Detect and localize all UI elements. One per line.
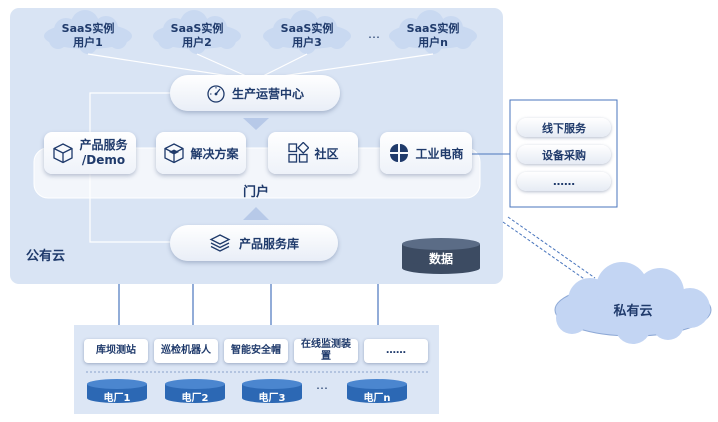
device-inspection-robot[interactable]: 巡检机器人	[154, 339, 218, 363]
plant-cylinder-3	[242, 379, 302, 403]
device-online-monitor-line2: 置	[321, 351, 331, 362]
data-store-label: 数据	[428, 252, 453, 266]
public-cloud-region	[10, 8, 503, 284]
community-card[interactable]: 社区	[268, 132, 358, 174]
data-store	[402, 238, 480, 274]
cloud-user-3-line1: SaaS实例	[280, 22, 334, 35]
side-item-equipment-purchase[interactable]: 设备采购	[517, 145, 611, 164]
cloud-ellipsis: …	[368, 27, 380, 41]
product-library-label: 产品服务库	[238, 236, 299, 251]
industrial-ecommerce-card[interactable]: 工业电商	[380, 132, 472, 174]
up-arrow	[243, 207, 269, 220]
public-cloud-label: 公有云	[26, 249, 66, 264]
cloud-user-2	[153, 10, 241, 54]
device-smart-helmet[interactable]: 智能安全帽	[224, 339, 288, 363]
product-library-node[interactable]: 产品服务库	[170, 225, 338, 261]
ops-center-label: 生产运营中心	[231, 86, 304, 101]
layers-icon	[209, 234, 231, 252]
cloud-user-2-line2: 用户2	[182, 36, 212, 49]
cloud-user-2-line1: SaaS实例	[170, 22, 224, 35]
cloud-user-n-line1: SaaS实例	[406, 22, 460, 35]
device-online-monitor[interactable]: 在线监测装 置	[294, 339, 358, 363]
plant-2-label: 电厂2	[181, 393, 209, 404]
device-inspection-robot-line1: 巡检机器人	[161, 345, 211, 356]
plant-1-label: 电厂1	[103, 393, 131, 404]
device-more[interactable]: ……	[364, 339, 428, 363]
community-label: 社区	[314, 146, 339, 161]
industrial-ecommerce-label: 工业电商	[415, 146, 464, 161]
panel-connectors	[118, 284, 379, 325]
plant-cylinder-n	[347, 379, 407, 403]
down-arrow	[243, 118, 269, 130]
cloud-user-3-line2: 用户3	[292, 36, 322, 49]
cloud-user-1	[44, 10, 132, 54]
device-more-line1: ……	[386, 345, 406, 356]
cloud-user-n	[389, 10, 477, 54]
product-service-text: 产品服务 /Demo	[79, 138, 127, 168]
cloud-user-1-line2: 用户1	[73, 36, 103, 49]
portal-label: 门户	[242, 185, 269, 200]
cloud-user-2-label: SaaS实例 用户2	[152, 22, 242, 50]
dial-icon	[207, 85, 225, 103]
solutions-card[interactable]: 解决方案	[156, 132, 246, 174]
device-dam-station-line1: 库坝测站	[96, 345, 136, 356]
side-item-more[interactable]: ……	[517, 172, 611, 191]
grid-icon	[288, 142, 310, 163]
box-icon	[164, 143, 185, 164]
portal-band	[33, 147, 481, 199]
private-cloud-puffs	[556, 262, 710, 344]
petal-icon	[390, 144, 409, 162]
ops-center-node[interactable]: 生产运营中心	[170, 75, 340, 111]
device-dam-station[interactable]: 库坝测站	[84, 339, 148, 363]
cloud-user-3-label: SaaS实例 用户3	[262, 22, 352, 50]
private-cloud-link-2	[507, 216, 596, 279]
device-online-monitor-line1: 在线监测装	[301, 339, 351, 350]
plant-cylinder-1	[87, 379, 147, 403]
product-service-line2: /Demo	[81, 153, 126, 167]
cloud-user-3	[263, 10, 351, 54]
plant-3-label: 电厂3	[258, 393, 286, 404]
device-smart-helmet-line1: 智能安全帽	[231, 345, 281, 356]
cloud-user-n-line2: 用户n	[418, 36, 448, 49]
cloud-user-n-label: SaaS实例 用户n	[388, 22, 478, 50]
product-service-line1: 产品服务	[79, 138, 128, 152]
side-item-offline-service[interactable]: 线下服务	[517, 118, 611, 137]
private-cloud-link	[502, 221, 591, 284]
product-service-card[interactable]: 产品服务 /Demo	[44, 132, 136, 174]
plant-cylinder-2	[165, 379, 225, 403]
plant-ellipsis: …	[316, 378, 328, 392]
cloud-user-1-label: SaaS实例 用户1	[43, 22, 133, 50]
cube-icon	[53, 143, 74, 164]
private-cloud-label: 私有云	[613, 304, 653, 319]
plant-n-label: 电厂n	[363, 393, 391, 404]
cloud-user-1-line1: SaaS实例	[61, 22, 115, 35]
solutions-label: 解决方案	[190, 146, 239, 161]
